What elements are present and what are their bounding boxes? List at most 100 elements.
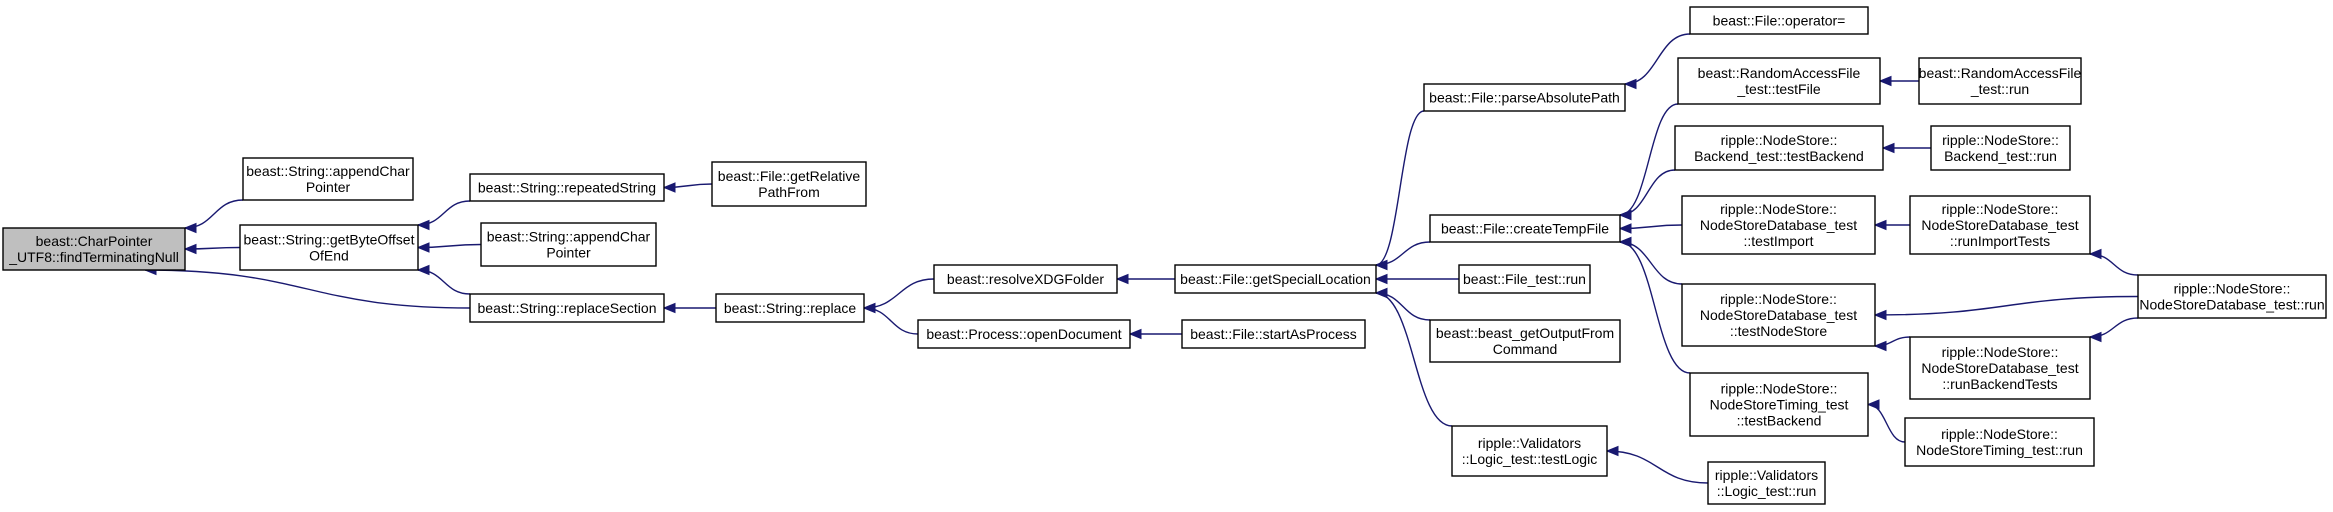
node-label: NodeStoreDatabase_test::run — [2139, 297, 2324, 313]
arrowhead — [1115, 273, 1129, 285]
arrowhead — [1374, 259, 1388, 271]
node-box — [469, 293, 665, 323]
node-label: NodeStoreDatabase_test — [1700, 217, 1857, 233]
node-box — [1458, 264, 1591, 294]
edge-nsdbRunImportTests-to-nsdbTestImport — [1873, 219, 1911, 231]
node-nsdbRunBackendTests[interactable]: ripple::NodeStore::NodeStoreDatabase_tes… — [1909, 336, 2091, 400]
node-box — [1681, 283, 1876, 347]
arrowhead — [1881, 142, 1895, 154]
node-label: beast::File::operator= — [1713, 13, 1846, 29]
node-label: Backend_test::testBackend — [1694, 148, 1864, 164]
edge-nsdbTestRun-to-nsdbTestNodeStore — [1873, 295, 2139, 321]
node-backendTestRun[interactable]: ripple::NodeStore::Backend_test::run — [1930, 125, 2071, 171]
edge-line — [1619, 241, 1683, 285]
node-label: beast::RandomAccessFile — [1698, 65, 1861, 81]
node-label: beast::String::repeatedString — [478, 180, 656, 196]
edge-startAsProcess-to-openDocument — [1128, 328, 1182, 340]
node-label: NodeStoreTiming_test — [1710, 397, 1849, 413]
node-parseAbsolutePath[interactable]: beast::File::parseAbsolutePath — [1423, 83, 1626, 112]
node-backendTestBackend[interactable]: ripple::NodeStore::Backend_test::testBac… — [1674, 125, 1884, 171]
node-repeatedString[interactable]: beast::String::repeatedString — [469, 173, 665, 202]
arrowhead — [1618, 209, 1632, 221]
node-label: Backend_test::run — [1944, 148, 2057, 164]
arrowhead — [862, 302, 876, 314]
node-box — [469, 173, 665, 202]
node-logicTestRun[interactable]: ripple::Validators::Logic_test::run — [1707, 461, 1826, 505]
node-startAsProcess[interactable]: beast::File::startAsProcess — [1181, 319, 1366, 349]
node-label: beast::File::startAsProcess — [1190, 326, 1357, 342]
arrowhead — [1374, 273, 1388, 285]
node-rafTestFile[interactable]: beast::RandomAccessFile_test::testFile — [1677, 57, 1881, 105]
node-label: beast::File_test::run — [1463, 271, 1586, 287]
arrowhead — [1618, 223, 1632, 234]
node-stringReplace[interactable]: beast::String::replace — [715, 293, 865, 323]
arrowhead — [2088, 248, 2102, 260]
node-root[interactable]: beast::CharPointer_UTF8::findTerminating… — [2, 227, 186, 271]
edge-line — [1375, 110, 1425, 266]
node-nsdbTestNodeStore[interactable]: ripple::NodeStore::NodeStoreDatabase_tes… — [1681, 283, 1876, 347]
node-box — [2, 227, 186, 271]
node-label: beast::File::createTempFile — [1441, 221, 1609, 237]
node-timingTestBackend[interactable]: ripple::NodeStore::NodeStoreTiming_test:… — [1689, 372, 1869, 437]
arrowhead — [662, 302, 676, 314]
node-getSpecialLocation[interactable]: beast::File::getSpecialLocation — [1174, 264, 1377, 294]
node-label: Command — [1493, 341, 1558, 357]
node-label: NodeStoreDatabase_test — [1921, 360, 2078, 376]
node-box — [917, 319, 1131, 349]
node-label: ripple::NodeStore:: — [1941, 426, 2058, 442]
node-timingTestRun[interactable]: ripple::NodeStore::NodeStoreTiming_test:… — [1904, 417, 2095, 467]
node-nsdbRunImportTests[interactable]: ripple::NodeStore::NodeStoreDatabase_tes… — [1909, 195, 2091, 255]
node-label: ::runImportTests — [1950, 233, 2050, 249]
edges-layer — [143, 33, 2139, 484]
node-box — [1904, 417, 2095, 467]
node-box — [1181, 319, 1366, 349]
edge-backendTestRun-to-backendTestBackend — [1881, 142, 1931, 154]
node-fileTestRun[interactable]: beast::File_test::run — [1458, 264, 1591, 294]
arrowhead — [1605, 445, 1619, 457]
node-logicTestLogic[interactable]: ripple::Validators::Logic_test::testLogi… — [1451, 425, 1608, 477]
node-label: OfEnd — [309, 248, 349, 264]
edge-getByteOffsetOfEnd-to-root — [183, 243, 241, 255]
node-label: ripple::NodeStore:: — [1721, 381, 1838, 397]
node-label: _UTF8::findTerminatingNull — [8, 249, 179, 265]
node-createTempFile[interactable]: beast::File::createTempFile — [1429, 214, 1621, 243]
node-label: ::runBackendTests — [1942, 376, 2057, 392]
node-box — [1674, 125, 1884, 171]
arrowhead — [183, 243, 197, 255]
arrowhead — [183, 222, 197, 234]
node-rafTestRun[interactable]: beast::RandomAccessFile_test::run — [1918, 57, 2082, 105]
node-box — [1423, 83, 1626, 112]
node-label: beast::RandomAccessFile — [1919, 65, 2082, 81]
node-nsdbTestRun[interactable]: ripple::NodeStore::NodeStoreDatabase_tes… — [2137, 274, 2327, 319]
node-box — [239, 224, 419, 271]
arrowhead — [1866, 399, 1880, 410]
node-openDocument[interactable]: beast::Process::openDocument — [917, 319, 1131, 349]
node-label: beast::String::appendChar — [487, 229, 651, 245]
node-nsdbTestImport[interactable]: ripple::NodeStore::NodeStoreDatabase_tes… — [1681, 195, 1876, 255]
edge-line — [144, 269, 471, 309]
edge-getRelativePathFrom-to-repeatedString — [662, 182, 713, 193]
edge-line — [863, 307, 919, 335]
node-resolveXDGFolder[interactable]: beast::resolveXDGFolder — [933, 264, 1118, 294]
node-replaceSection[interactable]: beast::String::replaceSection — [469, 293, 665, 323]
node-label: NodeStoreDatabase_test — [1921, 217, 2078, 233]
edge-appendCharPointer1-to-root — [183, 199, 244, 234]
nodes-layer: beast::CharPointer_UTF8::findTerminating… — [2, 6, 2327, 505]
edge-replaceSection-to-getByteOffsetOfEnd — [416, 264, 471, 295]
node-box — [480, 222, 657, 267]
node-operatorAssign[interactable]: beast::File::operator= — [1689, 6, 1869, 35]
edge-line — [1375, 292, 1453, 427]
node-box — [711, 161, 867, 207]
node-box — [1909, 336, 2091, 400]
node-box — [1451, 425, 1608, 477]
node-label: _test::testFile — [1736, 81, 1820, 97]
arrowhead — [1618, 236, 1632, 248]
node-label: _test::run — [1970, 81, 2029, 97]
edge-line — [1619, 103, 1679, 216]
edge-line — [1867, 403, 1906, 443]
